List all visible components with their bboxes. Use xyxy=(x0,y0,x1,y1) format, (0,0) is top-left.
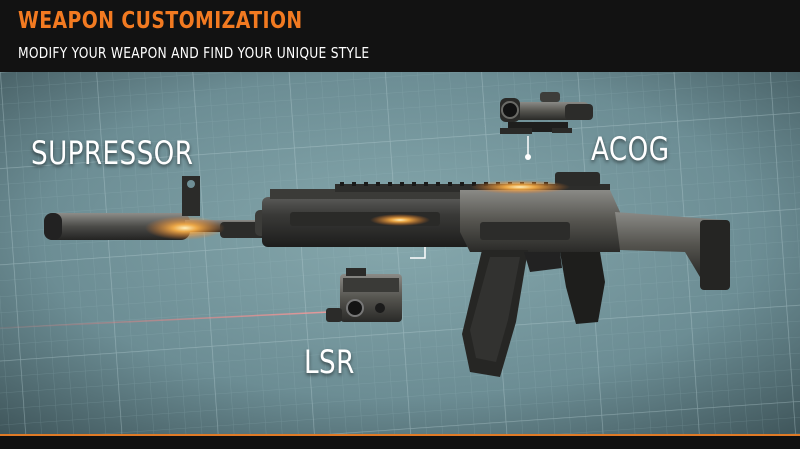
suppressor-glow xyxy=(145,216,225,240)
rail-glow xyxy=(470,180,570,194)
laser-label: LSR xyxy=(304,343,355,381)
page-subtitle: MODIFY YOUR WEAPON AND FIND YOUR UNIQUE … xyxy=(18,44,370,62)
grid-overlay-major xyxy=(0,72,800,434)
footer-bar xyxy=(0,434,800,449)
suppressor-label: SUPRESSOR xyxy=(31,134,194,172)
laser-module xyxy=(326,268,402,322)
laser-beam xyxy=(0,311,331,329)
scope-callout-dot xyxy=(525,154,531,160)
page-title: WEAPON CUSTOMIZATION xyxy=(18,8,303,34)
scope-label: ACOG xyxy=(591,130,670,168)
acog-scope xyxy=(500,92,593,134)
handguard-glow xyxy=(370,214,430,226)
header-bar: WEAPON CUSTOMIZATION MODIFY YOUR WEAPON … xyxy=(0,0,800,72)
weapon-scene xyxy=(0,72,800,434)
footer-accent-line xyxy=(0,434,800,436)
